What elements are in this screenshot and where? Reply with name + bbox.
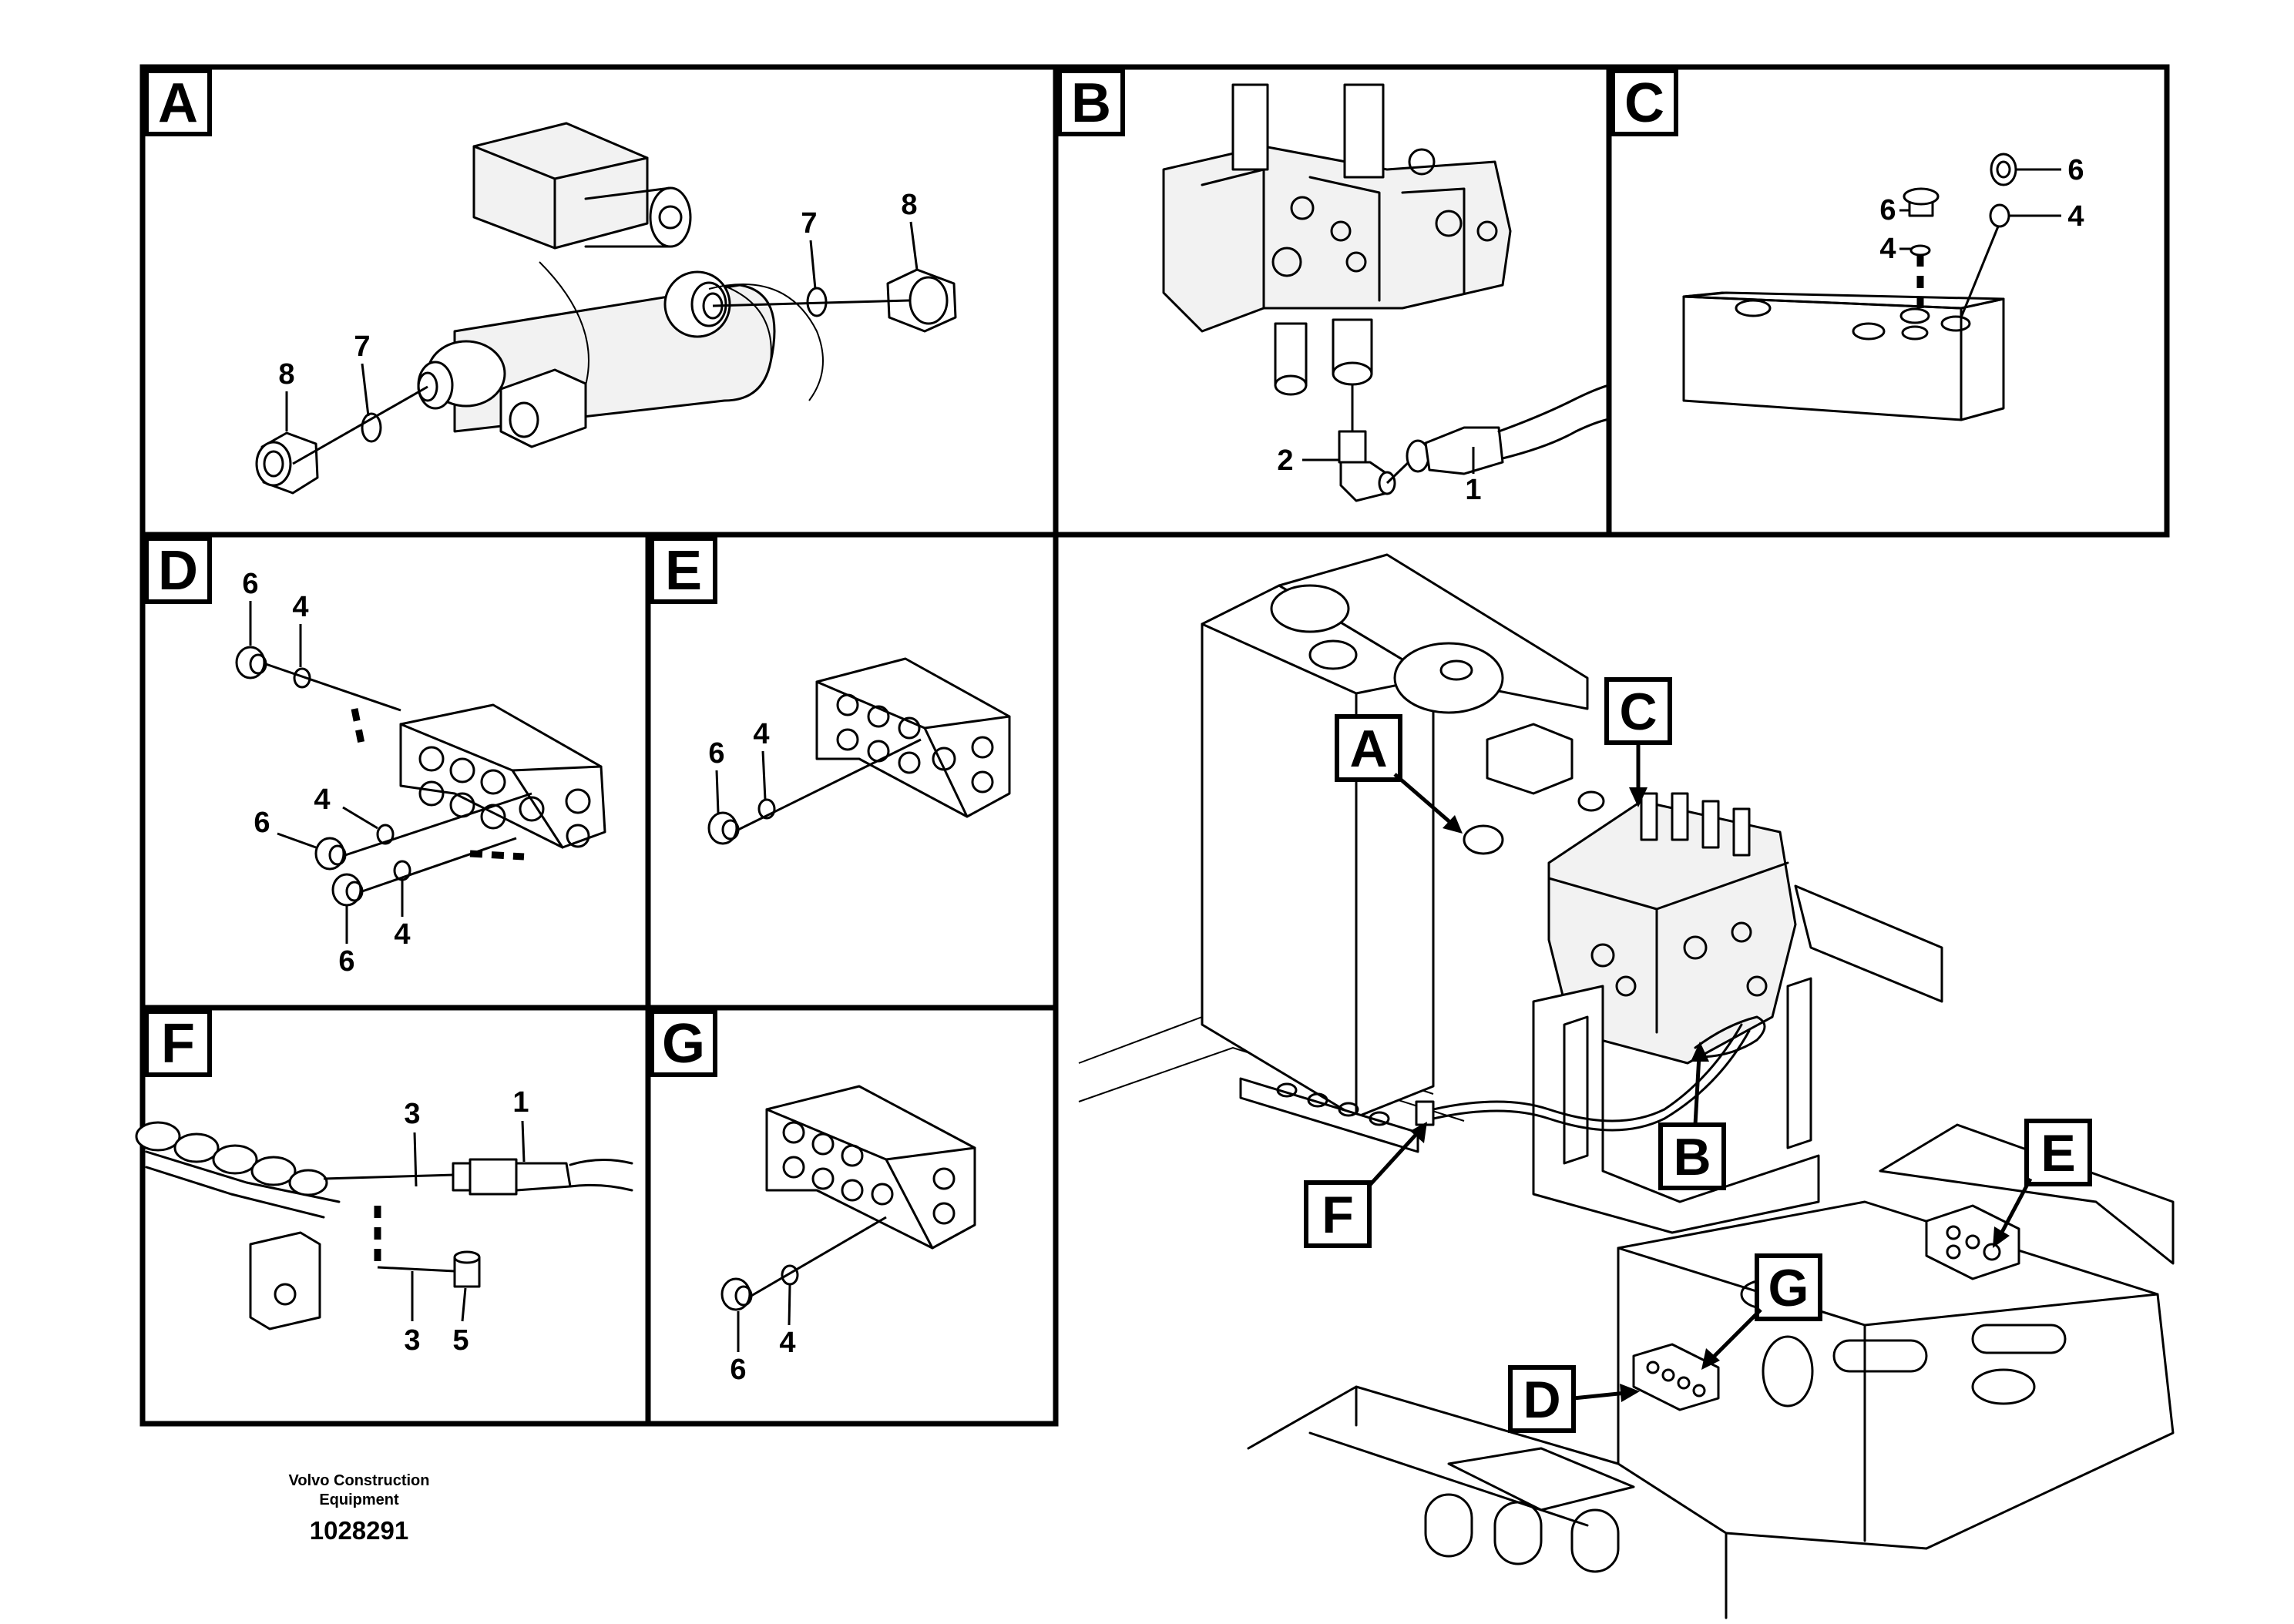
oring-left [361, 412, 382, 443]
panel-tag-a: A [144, 69, 212, 136]
plug-c-right [1990, 153, 2017, 186]
panel-b-drawing: 2 1 [1162, 83, 1611, 506]
callout-c-label: C [1619, 683, 1657, 741]
panel-f-tag: F [161, 1013, 195, 1075]
bracket [249, 1231, 321, 1330]
panel-tag-g: G [650, 1009, 717, 1077]
part-num: 2 [1277, 445, 1293, 477]
manifold-block [1682, 291, 2005, 421]
callout-f-label: F [1322, 1186, 1354, 1244]
part-num: 6 [2067, 154, 2084, 186]
sensor-line [1432, 1023, 1743, 1122]
part-num: 6 [242, 568, 258, 600]
part-num: 5 [452, 1324, 469, 1357]
part-num: 6 [708, 737, 724, 770]
panel-tag-c: C [1611, 69, 1678, 136]
overview-callout-d: D [1508, 1365, 1640, 1433]
nut-left [255, 431, 319, 495]
part-num: 4 [1879, 233, 1896, 265]
part-num: 4 [779, 1327, 795, 1359]
callout-g-label: G [1768, 1259, 1809, 1317]
footer: Volvo Construction Equipment 1028291 [289, 1472, 430, 1545]
part-num: 1 [1465, 474, 1481, 506]
panel-e-tag: E [665, 540, 702, 602]
callout-d-label: D [1523, 1371, 1560, 1429]
panel-c-tag: C [1624, 72, 1664, 134]
part-num: 6 [254, 807, 270, 839]
panel-a-drawing: 8 7 7 8 [255, 122, 957, 495]
callout-a-label: A [1349, 720, 1387, 778]
valve-housing [472, 122, 649, 250]
panel-e-drawing: 6 4 [707, 657, 1011, 845]
overview-callout-g: G [1701, 1253, 1822, 1370]
part-num: 7 [354, 331, 370, 363]
panel-a-tag: A [158, 72, 198, 134]
panel-d-tag: D [158, 540, 198, 602]
part-num: 7 [801, 207, 817, 240]
panel-c-drawing: 6 4 6 4 [1682, 153, 2084, 421]
panel-tag-d: D [144, 536, 212, 604]
overview-callout-b: B [1658, 1042, 1726, 1190]
panel-frames [139, 64, 2170, 1427]
tee-connector [1338, 430, 1396, 502]
panel-b-tag: B [1071, 72, 1111, 134]
part-num: 1 [512, 1086, 529, 1119]
part-num: 6 [730, 1354, 746, 1386]
callout-b-label: B [1673, 1128, 1711, 1186]
part-num: 4 [2067, 200, 2084, 233]
plug-d-top [235, 646, 267, 679]
plug-c-left [1903, 187, 1940, 217]
company-name-line2: Equipment [319, 1491, 399, 1508]
part-num: 6 [338, 945, 354, 978]
panel-f-frame [139, 1005, 651, 1427]
plug-e [707, 811, 740, 845]
part-num: 6 [1879, 194, 1896, 226]
plug-g [720, 1277, 753, 1311]
overview-callout-e: E [1993, 1119, 2092, 1248]
side-plate [1794, 884, 1943, 1003]
part-num: 4 [753, 718, 769, 750]
part-num: 4 [292, 591, 308, 623]
callout-e-label: E [2040, 1124, 2075, 1183]
part-num: 3 [404, 1098, 420, 1130]
panel-g-tag: G [662, 1013, 705, 1075]
cap-nut [453, 1250, 481, 1288]
panel-f-drawing: 3 1 3 5 [135, 1086, 633, 1357]
drawing-number: 1028291 [310, 1516, 408, 1545]
overview-callout-f: F [1304, 1122, 1427, 1248]
overview-callout-c: C [1604, 677, 1672, 807]
part-num: 3 [404, 1324, 420, 1357]
part-num: 4 [394, 918, 410, 951]
part-num: 8 [278, 358, 294, 391]
panel-d-drawing: 6 4 4 6 6 4 [235, 568, 606, 978]
panel-tag-f: F [144, 1009, 212, 1077]
part-num: 8 [901, 189, 917, 221]
plug-d-bottom [331, 873, 364, 907]
manifold-block [765, 1085, 976, 1250]
valve-stand [1532, 985, 1820, 1234]
panel-g-drawing: 6 4 [720, 1085, 976, 1386]
sensor-hose [1406, 384, 1611, 475]
part-num: 4 [314, 783, 330, 816]
panel-g-frame [645, 1005, 1059, 1427]
panel-c-frame [1606, 64, 2170, 538]
chassis-frame [1247, 1385, 1728, 1619]
panel-tag-e: E [650, 536, 717, 604]
plug-d-middle [314, 837, 347, 871]
panel-tag-b: B [1057, 69, 1125, 136]
overview-callout-a: A [1335, 714, 1463, 834]
sensor-hose [452, 1158, 633, 1196]
company-name-line1: Volvo Construction [289, 1472, 430, 1489]
